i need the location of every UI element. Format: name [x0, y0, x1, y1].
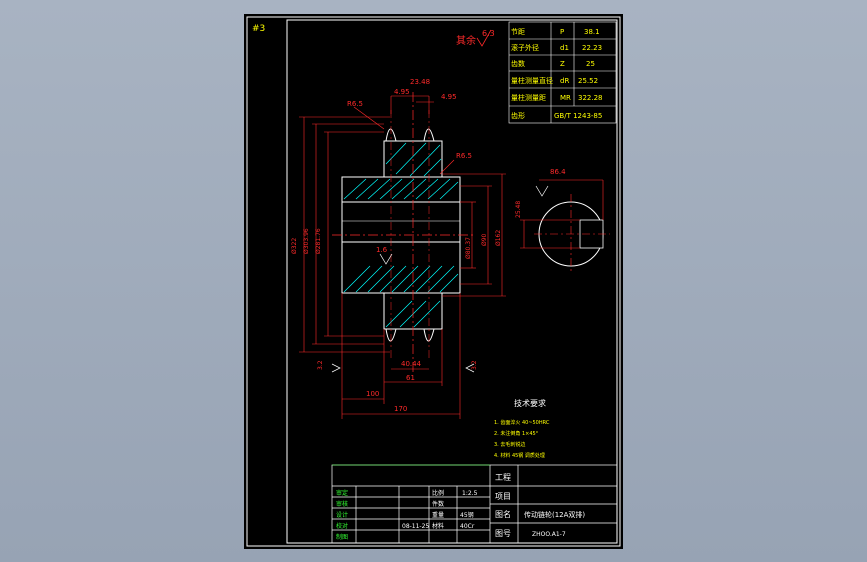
roughness-note: 其余: [456, 34, 476, 47]
engineering-drawing: #3 节距 P 38.1 滚子外径 d1 22.23 齿数 Z 25 量柱测量直…: [246, 16, 621, 547]
tb-gongcheng: 工程: [495, 473, 511, 482]
drawing-sheet: #3 节距 P 38.1 滚子外径 d1 22.23 齿数 Z 25 量柱测量直…: [244, 14, 623, 549]
spec-val-2: 25: [586, 60, 595, 68]
title-block: [331, 464, 618, 544]
spec-sym-1: d1: [560, 44, 569, 52]
dim-16: 1.6: [376, 246, 388, 254]
outer-frame: [246, 16, 621, 547]
tb-date: 08-11-25: [402, 523, 429, 530]
dim-495a: 4.95: [394, 88, 410, 96]
dim-32a: 3.2: [317, 360, 324, 370]
tb-scale-value: 1:2.5: [462, 490, 478, 497]
dimension-lines: [299, 95, 506, 419]
sheet-code: #3: [252, 24, 265, 34]
spec-val-4: 322.28: [578, 94, 603, 102]
dim-100: 100: [366, 390, 379, 398]
dim-left1: Ø322: [291, 238, 298, 254]
dim-r65b: R6.5: [456, 152, 472, 160]
roughness-triangle-icon: [379, 253, 393, 265]
tb-tuming-label: 图名: [495, 509, 511, 519]
tb-row-4: 制图: [336, 533, 348, 541]
keyway-view: [520, 179, 610, 274]
spec-name-5: 齿形: [511, 112, 525, 120]
dim-left2: Ø303.96: [303, 228, 310, 254]
spec-val-5: GB/T 1243-85: [554, 112, 602, 120]
dim-inner2: Ø90: [481, 233, 488, 246]
dim-keyw: 25.48: [515, 201, 522, 218]
tb-scale-label: 比例: [432, 489, 444, 497]
spec-name-1: 滚子外径: [511, 43, 539, 52]
dim-key: 86.4: [550, 168, 566, 176]
dim-32b: 3.2: [471, 360, 478, 370]
tb-mid4: 材料: [432, 522, 444, 530]
spec-val-1: 22.23: [582, 44, 602, 52]
tb-row-2: 设计: [336, 511, 348, 519]
dim-inner1: Ø80.37: [465, 237, 472, 259]
spec-sym-2: Z: [560, 60, 565, 68]
tech-title: 技术要求: [514, 398, 546, 408]
dim-left3: Ø281.76: [315, 228, 322, 254]
dim-495b: 4.95: [441, 93, 457, 101]
tech-note-0: 1. 齿面淬火 40~50HRC: [494, 419, 550, 426]
dim-170: 170: [394, 405, 407, 413]
spec-val-0: 38.1: [584, 28, 600, 36]
tb-xiangmu: 项目: [495, 492, 511, 501]
spec-name-0: 节距: [511, 28, 525, 36]
tb-row-1: 审核: [336, 500, 348, 508]
dim-4044: 40.44: [401, 360, 422, 368]
dim-inner3: Ø162: [495, 230, 502, 246]
roughness-triangle-icon: [535, 185, 549, 197]
spec-val-3: 25.52: [578, 77, 598, 85]
spec-sym-4: MR: [560, 94, 571, 102]
spec-name-3: 量柱测量直径: [511, 76, 553, 85]
tech-note-1: 2. 未注倒角 1×45°: [494, 430, 539, 437]
roughness-triangle-icon: [465, 363, 475, 373]
tb-mid3: 重量: [432, 511, 444, 519]
dim-r65: R6.5: [347, 100, 363, 108]
tb-row-0: 审定: [336, 489, 348, 497]
tech-note-2: 3. 去毛刺锐边: [494, 441, 525, 448]
dim-2348: 23.48: [410, 78, 430, 86]
spec-table: [508, 21, 617, 124]
spec-name-4: 量柱测量距: [511, 93, 546, 102]
roughness-value: 6.3: [482, 29, 495, 38]
spec-sym-3: dR: [560, 77, 569, 85]
tb-tuhao-value: ZHOO.A1-7: [532, 531, 566, 538]
spec-sym-0: P: [560, 28, 564, 36]
tb-tuhao-label: 图号: [495, 529, 511, 538]
dim-61: 61: [406, 374, 415, 382]
roughness-symbol-icon: [476, 29, 492, 47]
spec-name-2: 齿数: [511, 59, 525, 68]
tb-mid3-value: 45钢: [460, 511, 474, 519]
tb-mid4-value: 40Cr: [460, 523, 475, 530]
tb-row-3: 校对: [336, 522, 348, 530]
tb-tuming-value: 传动链轮(12A双排): [524, 510, 585, 519]
roughness-triangle-icon: [331, 363, 341, 373]
tb-mid2: 件数: [432, 500, 444, 508]
tech-note-3: 4. 材料 45钢 调质处理: [494, 452, 545, 459]
sprocket-section: [332, 92, 476, 374]
